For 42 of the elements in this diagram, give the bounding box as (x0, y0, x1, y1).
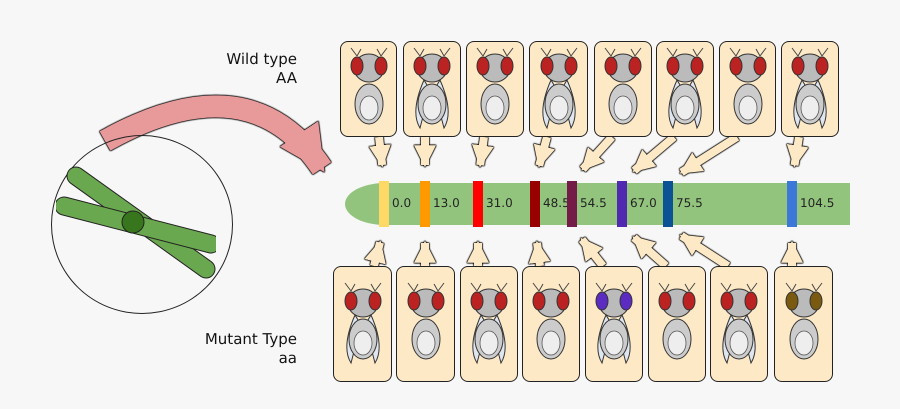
genotype-label: Mutant Type (204, 330, 297, 348)
chromosome-bar (345, 183, 850, 225)
position-label: 104.5 (800, 196, 834, 210)
arrow (578, 237, 606, 268)
arrow (369, 136, 391, 168)
arrow (580, 134, 615, 172)
gene-band (787, 181, 797, 227)
gene-band (663, 181, 673, 227)
position-label: 31.0 (486, 196, 513, 210)
arrow (528, 240, 550, 266)
genotype-label: AA (276, 69, 297, 87)
arrow (467, 240, 489, 266)
chromosome-circle (51, 135, 233, 314)
arrow (414, 240, 436, 266)
position-label: 67.0 (630, 196, 657, 210)
gene-band (530, 181, 540, 227)
arrow (781, 240, 803, 266)
fly-picture-card (396, 266, 455, 382)
gene-band (473, 181, 483, 227)
arrow (364, 240, 386, 267)
gene-band (379, 181, 389, 227)
arrow (534, 136, 556, 168)
fly-picture-card (522, 266, 580, 382)
position-label: 13.0 (433, 196, 460, 210)
position-label: 75.5 (676, 196, 703, 210)
fly-picture-card (333, 266, 392, 382)
position-label: 54.5 (580, 196, 607, 210)
gene-band (567, 181, 577, 227)
fly-picture-card (648, 266, 706, 382)
arrow (414, 137, 436, 168)
arrow (631, 234, 669, 269)
fly-picture-card (460, 266, 518, 382)
position-label: 0.0 (392, 196, 412, 210)
fly-picture-card (710, 266, 768, 382)
fly-picture-card (585, 266, 643, 382)
genotype-label: aa (278, 349, 297, 367)
arrow (786, 136, 808, 168)
arrow (472, 136, 494, 168)
gene-band (420, 181, 430, 227)
genotype-label: Wild type (226, 50, 297, 68)
fly-picture-card (774, 266, 833, 382)
gene-band (617, 181, 627, 227)
